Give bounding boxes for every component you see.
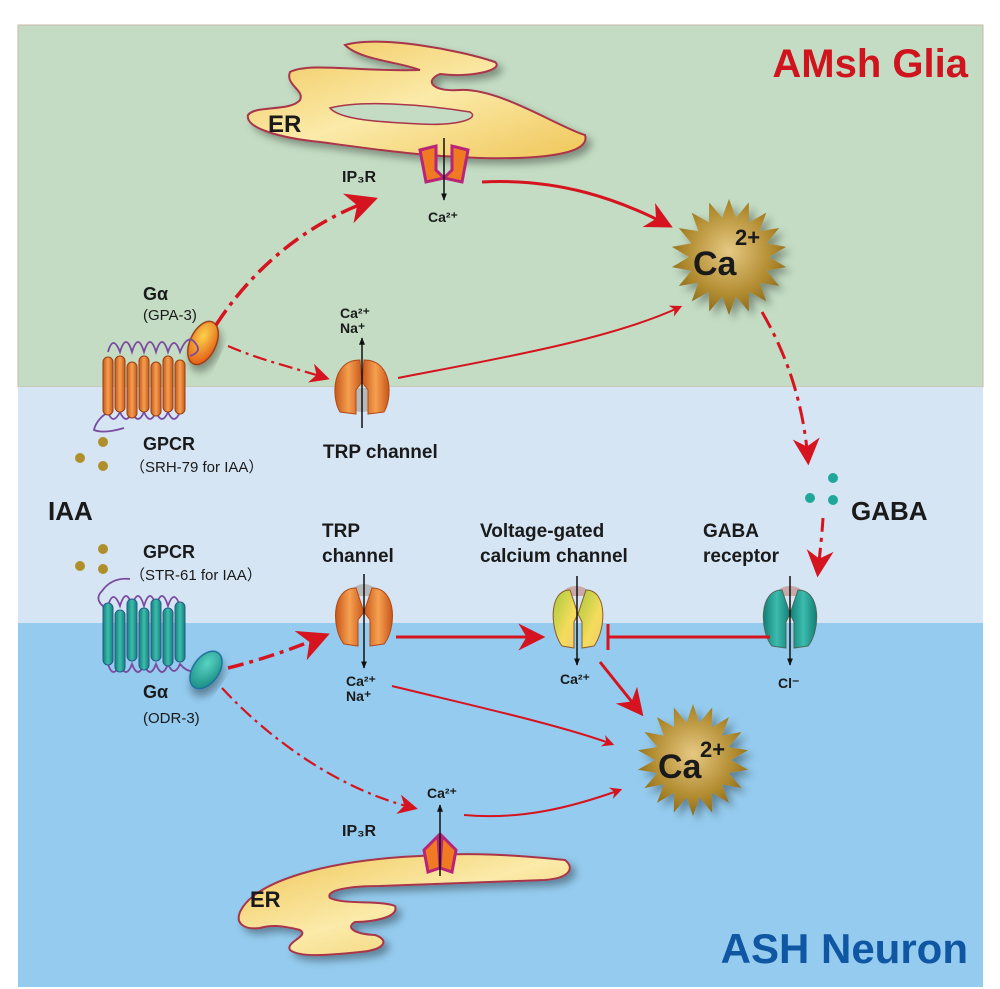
neuron-title: ASH Neuron: [721, 925, 968, 972]
arrow-gpa3-to-trp: [227, 344, 330, 383]
neuron-trp-channel-icon: [335, 584, 393, 647]
arrow-gaba-to-receptor: [806, 517, 834, 578]
pathway-arrows: [214, 180, 834, 818]
neuron-ip3r-ion: Ca²⁺: [427, 785, 457, 801]
gaba-receptor-label-2: receptor: [703, 546, 780, 567]
vgcc-label-1: Voltage-gated: [480, 521, 604, 542]
glia-trp-label: TRP channel: [323, 442, 438, 463]
gaba-molecules: [805, 473, 838, 505]
neuron-gpcr-icon: [97, 577, 201, 673]
neuron-trp-label-2: channel: [322, 546, 394, 567]
gaba-receptor-label-1: GABA: [703, 521, 759, 542]
glia-calcium-charge: 2+: [735, 225, 760, 250]
glia-region: [17, 24, 984, 388]
neuron-er: [237, 853, 571, 957]
iaa-molecules-upper: [75, 437, 108, 471]
glia-gpcr-icon: [92, 338, 199, 433]
arrow-vgcc-to-neuron-calcium: [598, 661, 644, 717]
arrow-odr3-to-trp: [227, 631, 330, 670]
glia-ip3r-ion: Ca²⁺: [428, 209, 458, 225]
vgcc-label-2: calcium channel: [480, 546, 628, 567]
neuron-gpcr-sub: （STR-61 for IAA）: [130, 567, 262, 584]
neuron-region: [18, 623, 983, 987]
glia-ip3r-icon: [418, 144, 470, 184]
iaa-molecules-lower: [75, 544, 108, 574]
neuron-ip3r-label: IP₃R: [342, 823, 377, 840]
arrow-trp-to-neuron-calcium: [391, 685, 615, 747]
glia-calcium-label: Ca: [693, 245, 738, 283]
glia-galpha-label: Gα: [143, 284, 168, 304]
gaba-receptor-ion: Cl⁻: [778, 675, 799, 691]
neuron-calcium-burst: [637, 704, 749, 816]
neuron-gpcr-label: GPCR: [143, 542, 195, 562]
glia-er-label: ER: [268, 111, 301, 138]
neuron-er-label: ER: [250, 887, 281, 912]
neuron-calcium-charge: 2+: [700, 737, 725, 762]
stimulus-label: IAA: [48, 496, 93, 526]
neuron-trp-label-1: TRP: [322, 521, 360, 542]
neuron-galpha-label: Gα: [143, 682, 168, 702]
glia-calcium-burst: [671, 199, 787, 315]
glia-ip3r-label: IP₃R: [342, 169, 377, 186]
neuron-calcium-label: Ca: [658, 748, 703, 786]
vgcc-channel-icon: [552, 586, 604, 649]
vgcc-ion: Ca²⁺: [560, 671, 590, 687]
neuron-galpha-sub: (ODR-3): [143, 710, 200, 727]
glia-title: AMsh Glia: [772, 42, 968, 86]
glia-galpha-sub: (GPA-3): [143, 307, 197, 324]
arrow-ip3r-to-neuron-calcium: [463, 787, 623, 818]
gaba-label: GABA: [851, 496, 928, 526]
arrow-gpa3-to-ip3r: [214, 193, 378, 326]
neuron-galpha-icon: [189, 650, 223, 690]
neuron-trp-ion1: Ca²⁺: [346, 673, 376, 689]
inhibit-gabar-to-vgcc: [606, 624, 770, 650]
glia-gpcr-label: GPCR: [143, 434, 195, 454]
arrow-glia-calcium-to-gaba: [760, 311, 820, 466]
glia-trp-ion1: Ca²⁺: [340, 305, 370, 321]
glia-trp-ion2: Na⁺: [340, 320, 365, 336]
extracellular-region: [18, 387, 983, 623]
arrow-ip3r-to-glia-calcium: [481, 180, 673, 228]
arrow-odr3-to-ip3r: [221, 687, 418, 814]
glia-er: [246, 40, 587, 160]
gaba-receptor-icon: [762, 586, 818, 649]
glia-gpcr-sub: （SRH-79 for IAA）: [130, 459, 263, 476]
neuron-trp-ion2: Na⁺: [346, 688, 371, 704]
arrow-trp-to-glia-calcium: [397, 305, 683, 379]
